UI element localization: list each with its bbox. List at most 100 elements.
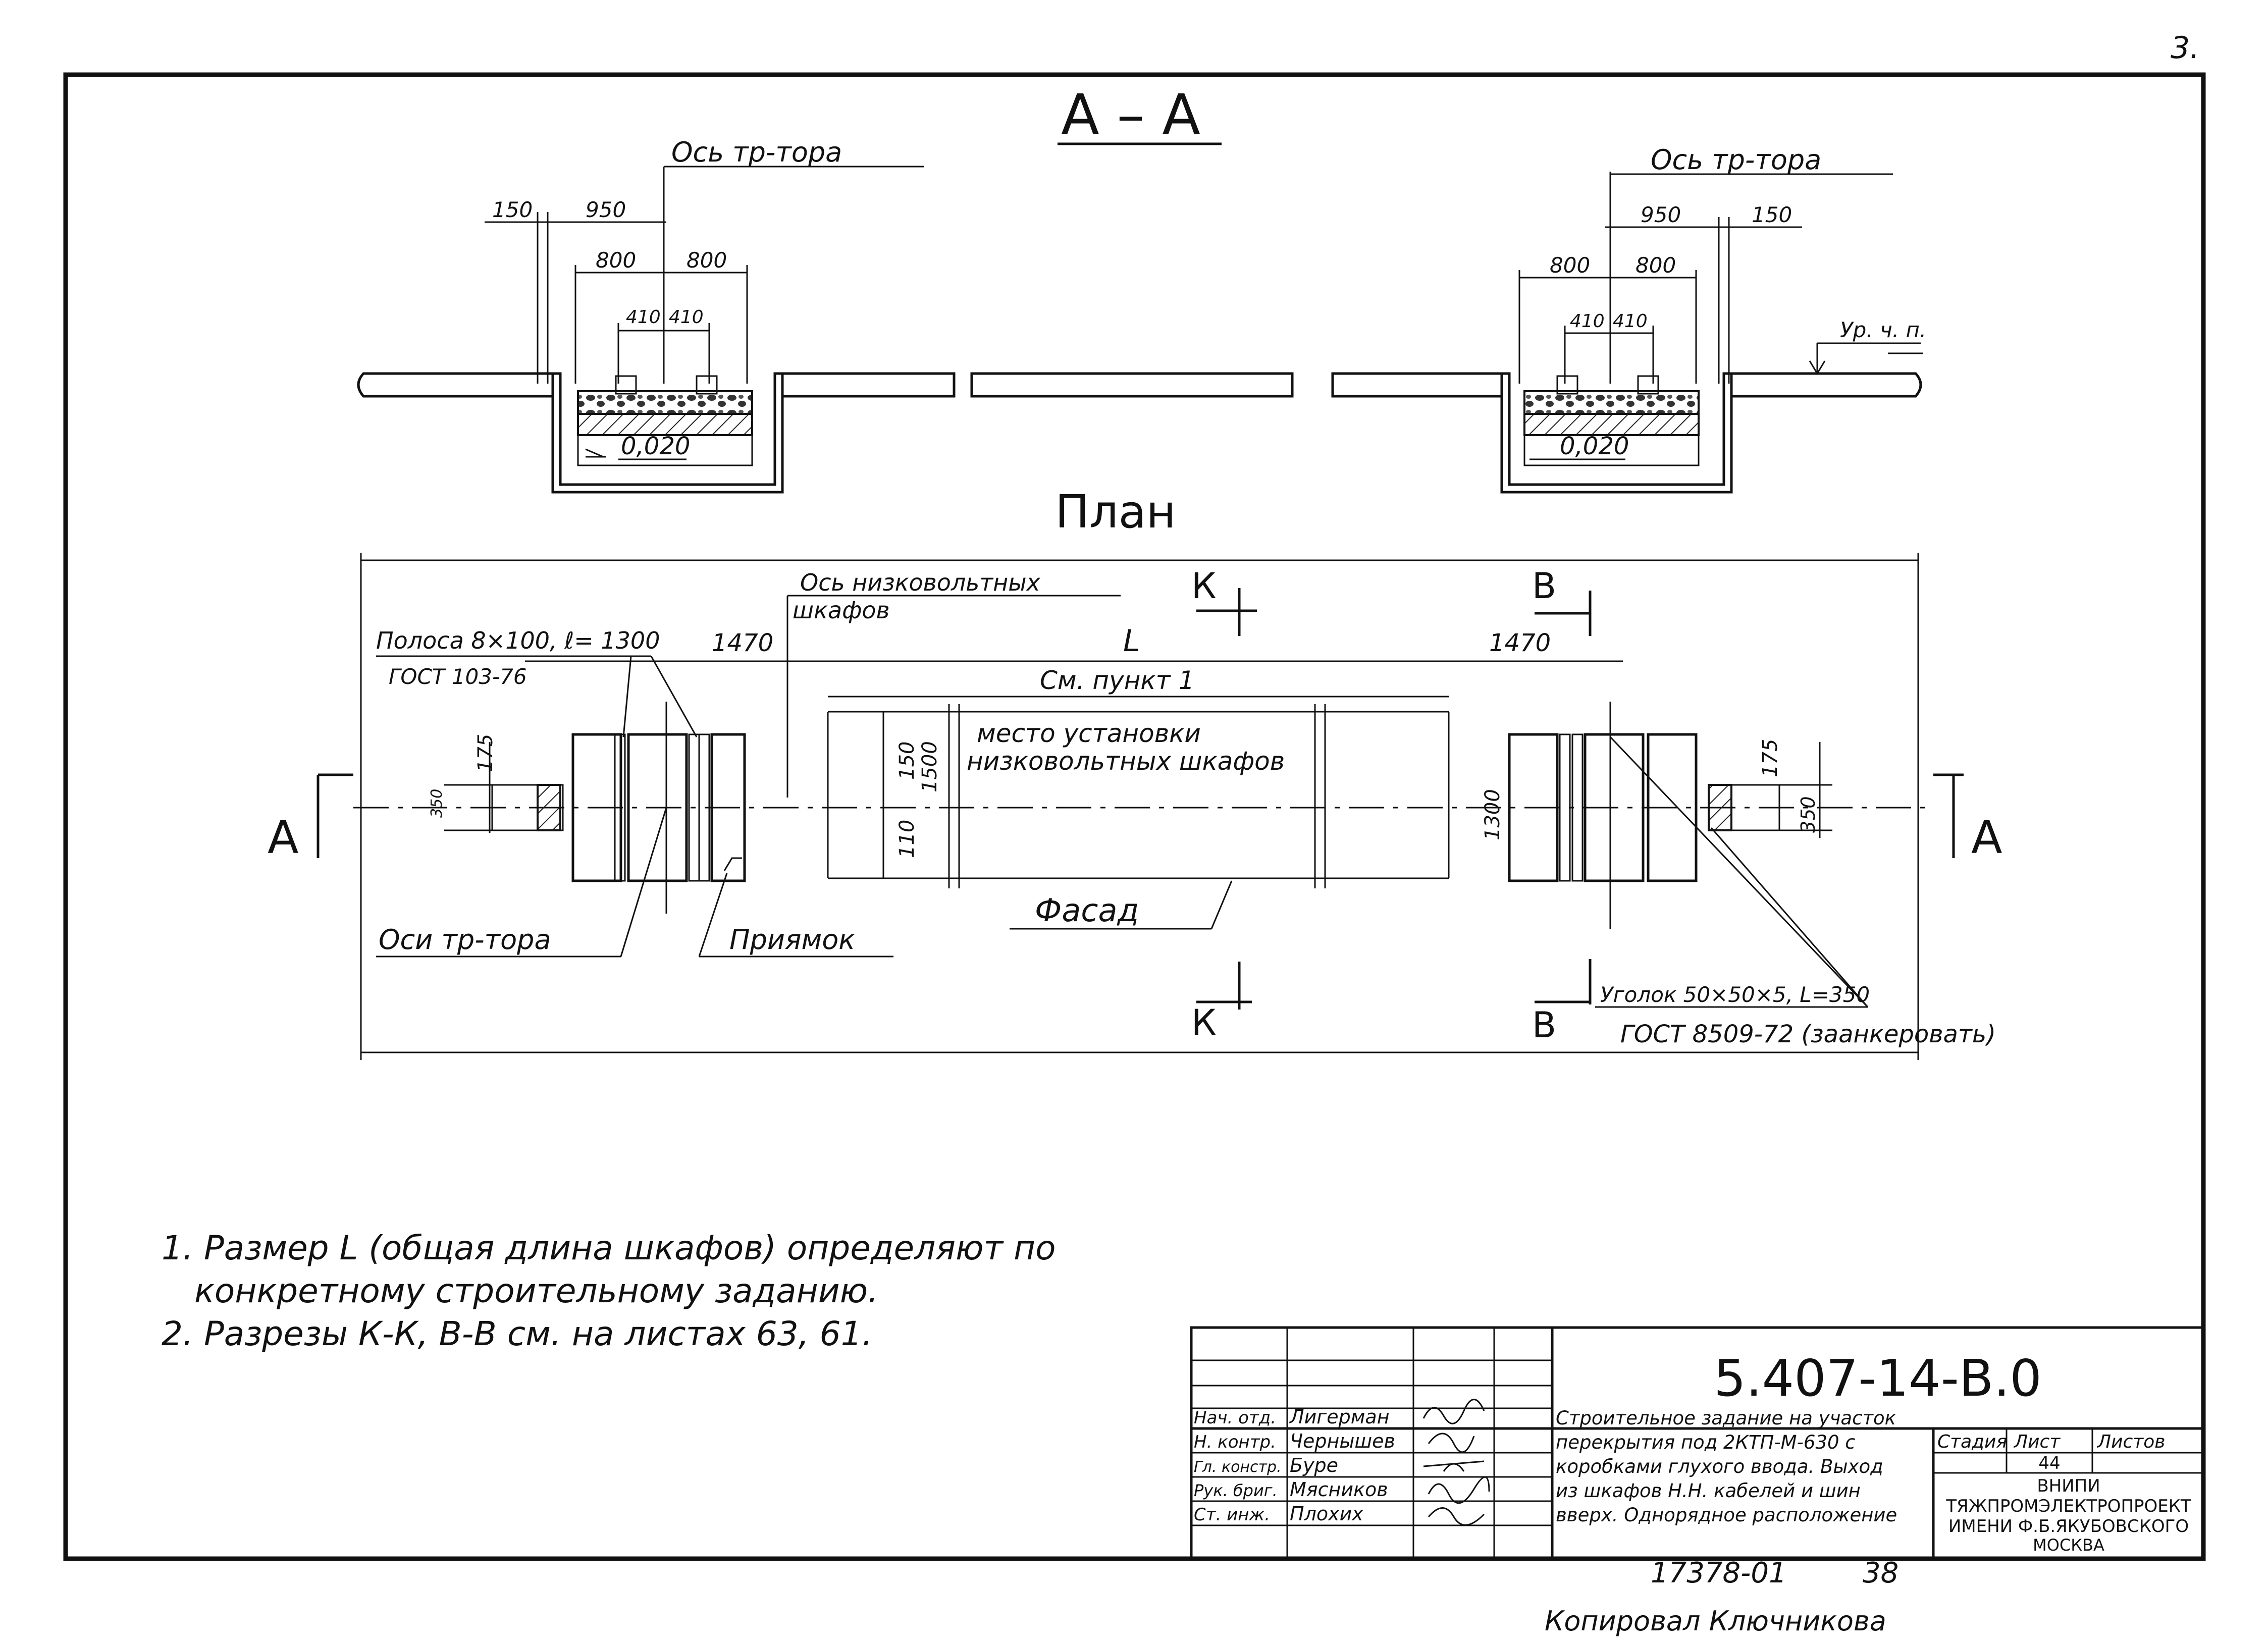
dims-right: Ось тр-тора 950 150 800 800 410 410 Ур. … <box>1518 144 1926 384</box>
desc-line-4: вверх. Однорядное расположение <box>1556 1504 1897 1526</box>
plan-title: План <box>1055 486 1176 539</box>
signature-2 <box>1423 1460 1485 1472</box>
slab-right <box>1730 372 1922 398</box>
archive-no: 17378-01 <box>1651 1557 1787 1589</box>
desc-line-3: из шкафов Н.Н. кабелей и шин <box>1556 1480 1861 1502</box>
strip-label: Полоса 8×100, ℓ= 1300 <box>376 627 660 654</box>
dim-vert-right-175: 175 <box>1759 739 1782 777</box>
desc-line-1: перекрытия под 2КТП-М-630 с <box>1556 1432 1856 1453</box>
dim-vert-left-350: 350 <box>428 789 446 818</box>
strip-gost: ГОСТ 103-76 <box>389 664 527 689</box>
svg-text:К: К <box>1191 1002 1217 1043</box>
dim-left-410a: 410 <box>626 307 661 328</box>
col-sheet: Лист <box>2013 1432 2061 1452</box>
name-3: Мясников <box>1290 1478 1388 1501</box>
axis-label-right: Ось тр-тора <box>1651 144 1821 176</box>
dim-1470-left: 1470 <box>712 629 773 657</box>
slope-left: 0,020 <box>621 432 690 460</box>
doc-code: 5.407-14-В.0 <box>1714 1349 2042 1408</box>
slab-mid <box>970 372 1294 398</box>
install-label-1: место установки <box>977 719 1201 748</box>
plan-view: План Ось низковольтных шкафов 1470 L 147… <box>268 486 2002 1060</box>
see-item: См. пункт 1 <box>1040 666 1194 695</box>
signature-0 <box>1422 1399 1485 1424</box>
svg-text:А: А <box>268 811 299 864</box>
footer: 17378-01 38 Копировал Ключникова <box>1545 1557 1898 1637</box>
page-number: 3. <box>2171 30 2199 66</box>
dim-left-410b: 410 <box>669 307 704 328</box>
slab-mid-right <box>1331 372 1503 398</box>
signature-4 <box>1428 1507 1485 1526</box>
name-0: Лигерман <box>1289 1406 1390 1428</box>
title-block: 5.407-14-В.0 Нач. отд. Лигерман Н. контр… <box>1190 1326 2205 1560</box>
axis-label-left: Ось тр-тора <box>671 136 842 168</box>
name-4: Плохих <box>1290 1503 1363 1525</box>
dim-vert-right-1300: 1300 <box>1481 789 1504 840</box>
pit-right: 0,020 <box>1500 372 1733 494</box>
org-line-3: ИМЕНИ Ф.Б.ЯКУБОВСКОГО <box>1948 1516 2189 1536</box>
dim-right-800a: 800 <box>1550 253 1590 278</box>
note-2: 2. Разрезы К-К, В-В см. на листах 63, 61… <box>162 1314 873 1353</box>
dim-left-800a: 800 <box>596 248 636 273</box>
dim-vert-mid-110: 110 <box>895 820 919 858</box>
notes: 1. Размер L (общая длина шкафов) определ… <box>162 1229 1056 1353</box>
note-1-cont: конкретному строительному заданию. <box>194 1271 878 1310</box>
lv-axis-label-1: Ось низковольтных <box>800 569 1041 596</box>
dim-left-150: 150 <box>492 197 533 222</box>
slab-mid-left <box>781 372 956 398</box>
dim-right-410b: 410 <box>1613 311 1648 332</box>
svg-text:А: А <box>1971 811 2002 864</box>
org-line-4: МОСКВА <box>2033 1535 2104 1555</box>
dim-L: L <box>1123 623 1140 659</box>
note-1: 1. Размер L (общая длина шкафов) определ… <box>162 1229 1056 1267</box>
dim-right-950: 950 <box>1641 202 1681 227</box>
desc-line-2: коробками глухого ввода. Выход <box>1556 1456 1883 1477</box>
name-1: Чернышев <box>1290 1430 1395 1452</box>
svg-text:В: В <box>1532 1004 1556 1046</box>
sheet-value: 44 <box>2038 1453 2060 1473</box>
slope-right: 0,020 <box>1560 432 1629 460</box>
lv-axis-label-2: шкафов <box>793 597 890 624</box>
col-sheets: Листов <box>2096 1432 2165 1452</box>
level-label: Ур. ч. п. <box>1840 317 1926 342</box>
marker-a-left: А <box>268 773 353 864</box>
role-1: Н. контр. <box>1194 1432 1276 1452</box>
dim-right-150: 150 <box>1752 202 1792 227</box>
signature-3 <box>1428 1476 1490 1504</box>
dim-vert-mid-1500: 1500 <box>918 741 941 792</box>
transformer-right <box>1508 702 1780 929</box>
org-line-2: ТЯЖПРОМЭЛЕКТРОПРОЕКТ <box>1945 1496 2191 1516</box>
facade-label: Фасад <box>1035 892 1139 929</box>
marker-k-top: К <box>1191 565 1257 636</box>
dim-1470-right: 1470 <box>1489 629 1551 657</box>
dims-left: Ось тр-тора 150 950 800 800 410 410 <box>485 136 924 384</box>
col-stage: Стадия <box>1937 1432 2007 1452</box>
dim-vert-mid-150: 150 <box>895 741 919 780</box>
marker-b-top: В <box>1532 565 1592 636</box>
sheet-frame <box>63 72 2206 1561</box>
pit-left: 0,020 <box>551 372 784 494</box>
signature-1 <box>1428 1433 1475 1453</box>
svg-text:В: В <box>1532 565 1556 607</box>
role-4: Ст. инж. <box>1194 1505 1270 1525</box>
name-2: Буре <box>1290 1454 1338 1476</box>
desc-line-0: Строительное задание на участок <box>1556 1407 1896 1429</box>
lv-cabinets <box>827 704 1450 888</box>
role-2: Гл. констр. <box>1194 1458 1282 1476</box>
transformer-axes-label: Оси тр-тора <box>379 924 551 956</box>
angle-label: Уголок 50×50×5, L=350 <box>1600 982 1870 1007</box>
marker-k-bottom: К <box>1191 962 1252 1043</box>
install-label-2: низковольтных шкафов <box>967 747 1285 776</box>
dim-right-410a: 410 <box>1570 311 1605 332</box>
archive-page: 38 <box>1863 1557 1898 1589</box>
dim-left-800b: 800 <box>687 248 727 273</box>
org-line-1: ВНИПИ <box>2037 1476 2100 1496</box>
dim-vert-right-350: 350 <box>1797 796 1819 833</box>
slab-left <box>357 372 554 398</box>
angle-gost: ГОСТ 8509-72 (заанкеровать) <box>1620 1020 1996 1048</box>
dim-right-800b: 800 <box>1636 253 1676 278</box>
svg-text:К: К <box>1191 565 1217 607</box>
copied-by: Копировал Ключникова <box>1545 1605 1886 1637</box>
marker-b-bottom: В <box>1532 959 1592 1046</box>
